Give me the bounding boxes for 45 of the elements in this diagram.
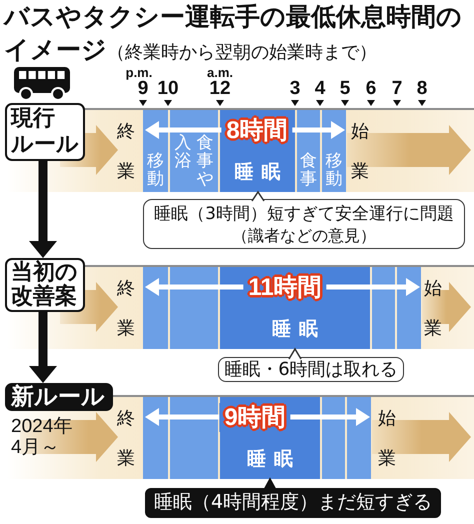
hour-label: 9 [138,79,148,99]
callout-pointer [251,190,265,202]
shift-label: 終業 [116,277,136,341]
callout-text: 睡眠（4時間程度）まだ短すぎる [154,490,432,515]
hour-label: 12 [209,79,231,99]
time-block [322,397,345,479]
title: バスやタクシー運転手の最低休息時間のイメージ（終業時から翌朝の始業時まで） [4,2,463,66]
time-block [372,267,395,349]
arrow [29,161,57,258]
time-block: 移動 [143,110,168,192]
callout-note: （識者などの意見） [232,225,376,246]
callout-box [143,199,465,249]
time-block [170,397,218,479]
hour-label: 8 [416,79,428,99]
shift-label: 終業 [116,120,136,184]
arrow [29,312,57,383]
activity-label: 睡眠 [234,161,288,183]
time-of-day-label: a.m. [207,66,233,80]
callout-pointer [263,477,277,491]
time-block: 移動 [322,110,346,192]
time-block [143,267,168,349]
shift-label: 始業 [423,277,443,341]
date-label: 2024年4月～ [11,416,74,458]
time-block [143,397,168,479]
time-block: 食事や入浴 [170,110,218,192]
time-of-day-label: p.m. [126,66,152,80]
shift-label: 始業 [377,407,397,471]
callout-text: 睡眠（3時間）短すぎて安全運行に問題 [154,203,454,225]
hour-label: 6 [366,79,376,99]
shift-label: 終業 [116,407,136,471]
hour-label: 7 [392,79,402,99]
hour-label: 5 [340,79,350,99]
hour-label: 3 [290,79,300,99]
time-block [397,267,421,349]
callout-text: 睡眠・6時間は取れる [224,359,398,380]
activity-label: 睡眠 [271,318,326,340]
time-block [170,267,218,349]
callout-box [145,488,441,518]
activity-label: 睡眠 [246,448,300,470]
time-block [347,397,371,479]
hour-label: 10 [157,79,179,99]
time-block: 食事 [297,110,320,192]
shift-label: 始業 [350,120,370,184]
callout-pointer [288,348,302,360]
hour-label: 4 [314,79,326,99]
